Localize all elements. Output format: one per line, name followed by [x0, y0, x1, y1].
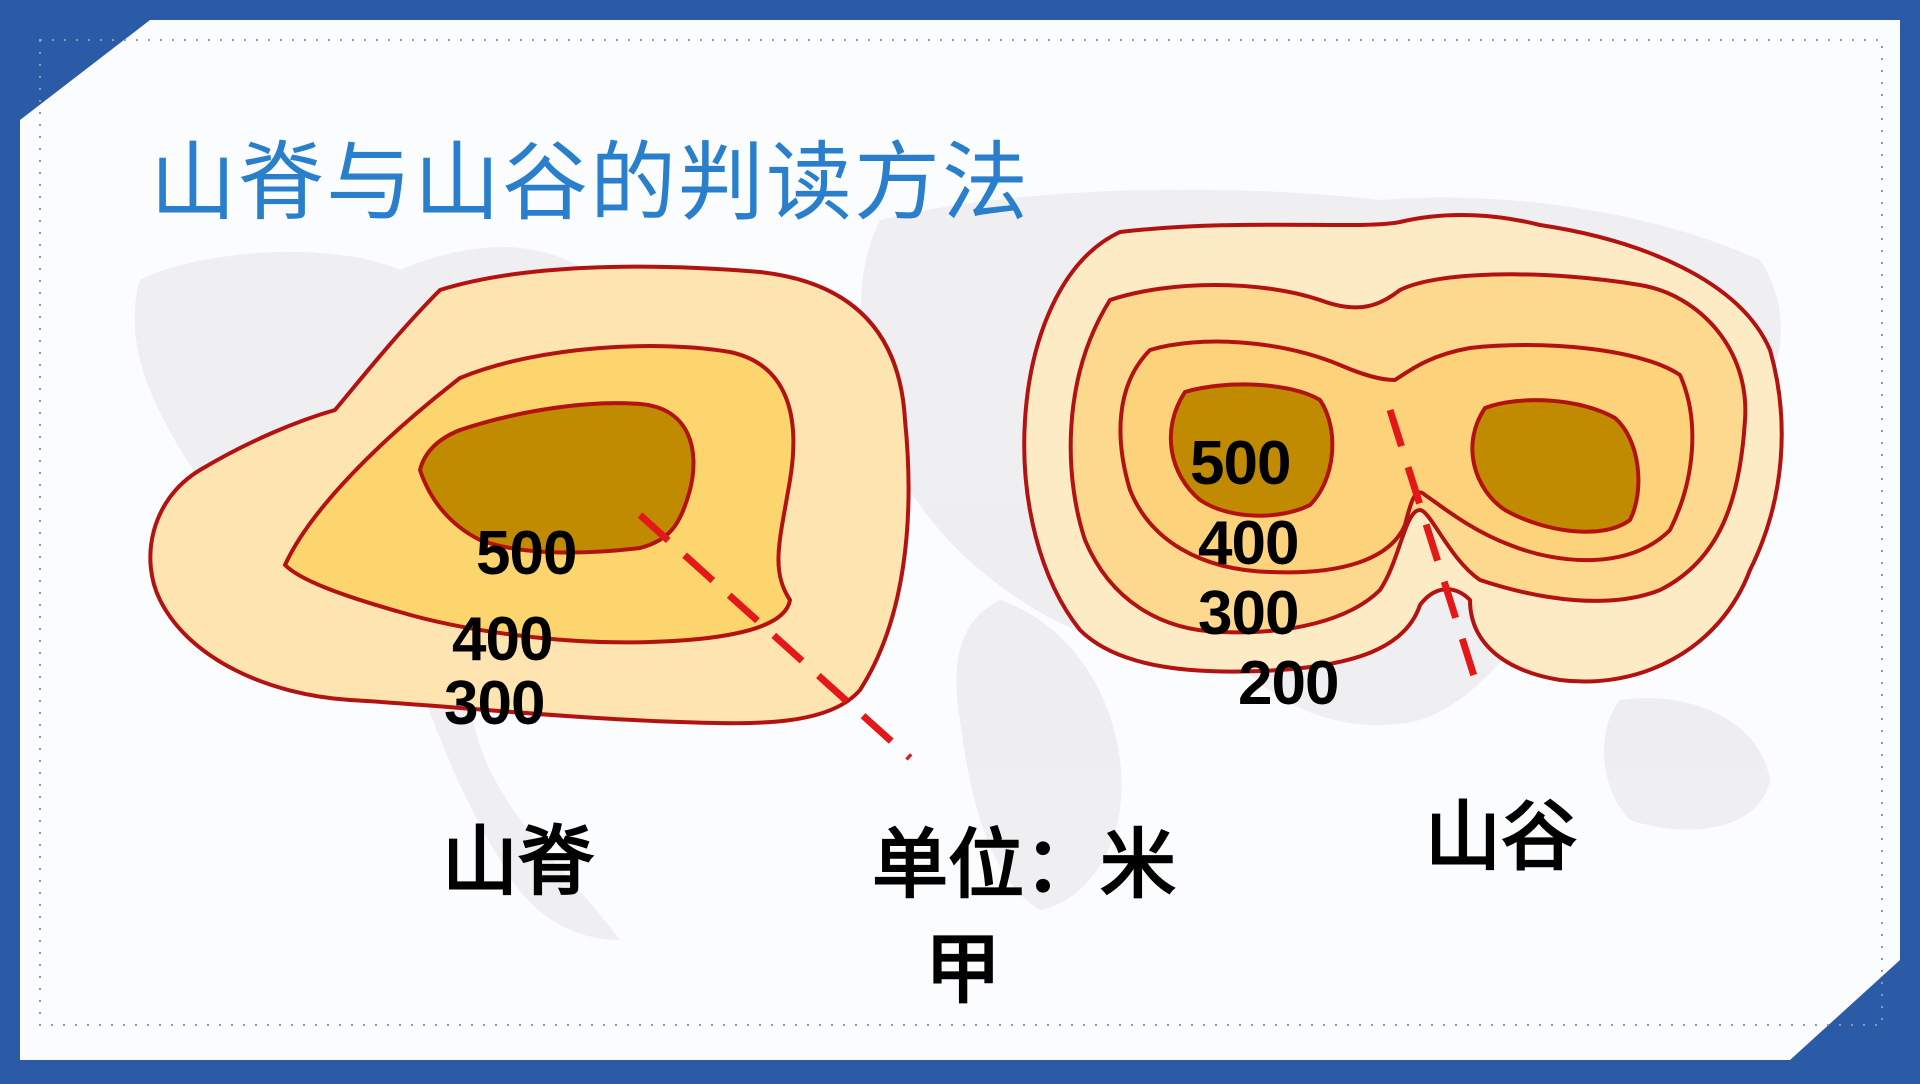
valley-label-200: 200 [1238, 649, 1339, 718]
valley-dashed-line [1386, 408, 1484, 697]
ridge-contour-map [148, 264, 911, 726]
valley-contour-500-left [1168, 382, 1335, 518]
ridge-caption: 山脊 [442, 817, 594, 906]
point-jia-label: 甲 [925, 925, 1001, 1014]
unit-label: 单位：米 [872, 820, 1176, 909]
ridge-label-300: 300 [444, 669, 545, 738]
ridge-dashed-line [637, 512, 913, 761]
valley-contour-map [1022, 212, 1784, 684]
page-title: 山脊与山谷的判读方法 [150, 133, 1030, 233]
valley-caption: 山谷 [1425, 792, 1577, 881]
valley-contour-500-right [1470, 398, 1641, 534]
ridge-contour-500 [418, 401, 696, 555]
ridge-label-500: 500 [476, 519, 577, 588]
valley-label-300: 300 [1198, 579, 1299, 648]
dotted-border [39, 39, 1883, 1026]
corner-top-left [20, 20, 150, 120]
valley-label-500: 500 [1190, 429, 1291, 498]
valley-label-400: 400 [1198, 509, 1299, 578]
corner-bottom-right [1790, 960, 1900, 1060]
ridge-label-400: 400 [452, 605, 553, 674]
